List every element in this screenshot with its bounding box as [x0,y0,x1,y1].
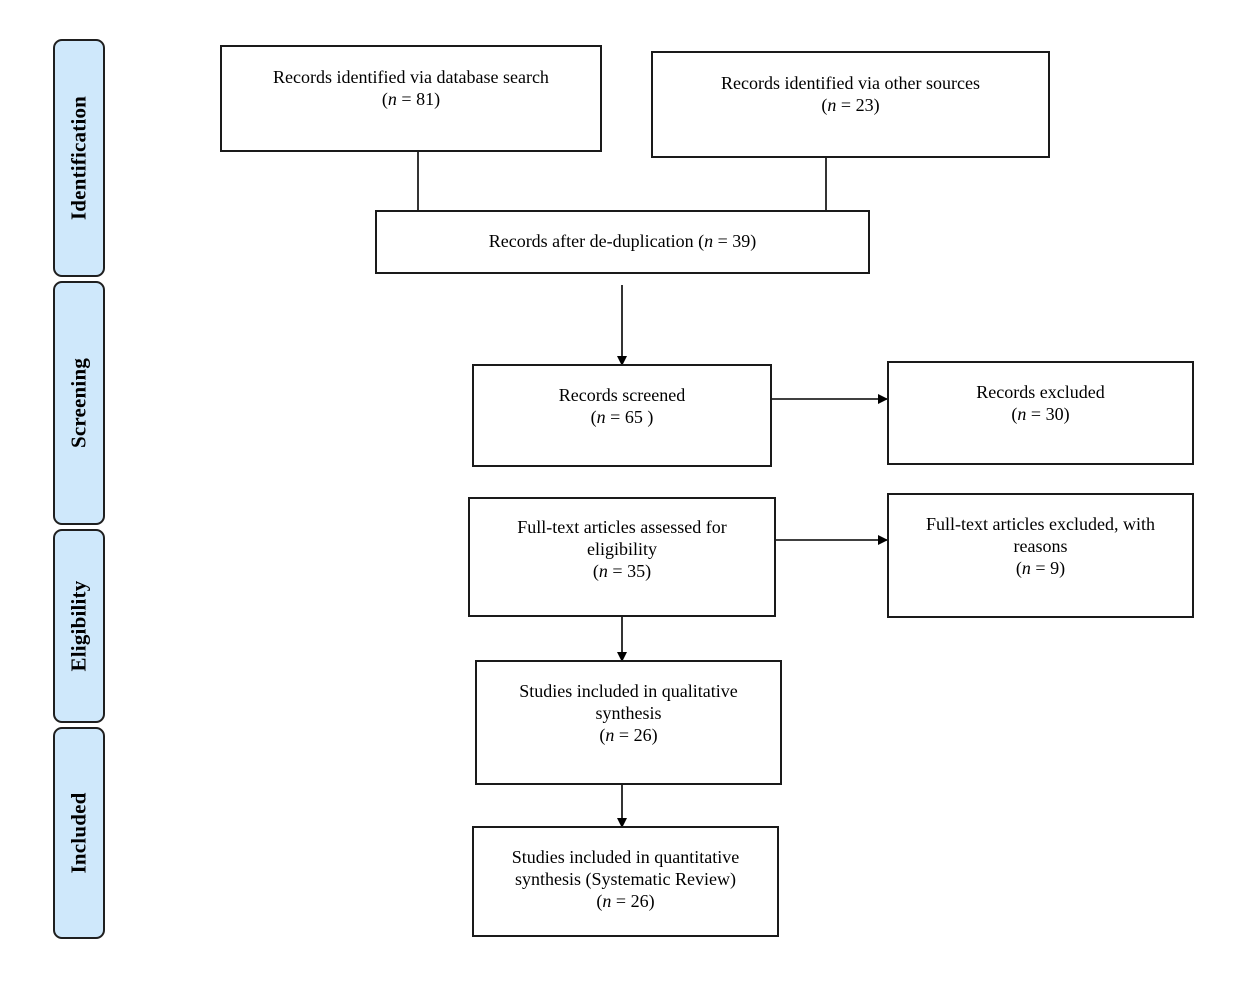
box-qualitative-line2: synthesis [595,703,662,723]
count-prefix: ( [592,561,599,581]
box-database-search-text: Records identified via database search [273,67,549,87]
count-value: = 26) [614,725,658,745]
box-other-sources-count: (n = 23) [653,94,1048,116]
count-prefix: ( [596,891,603,911]
count-n: n [387,89,397,109]
box-fulltext-excluded-line2: reasons [1013,536,1068,556]
box-fulltext-assessed: Full-text articles assessed for eligibil… [468,497,776,617]
phase-screening: Screening [53,281,105,525]
count-n: n [1021,558,1031,578]
count-prefix: ( [821,95,828,115]
count-value: = 35) [607,561,652,581]
count-n: n [598,561,608,581]
phase-included: Included [53,727,105,939]
box-fulltext-excluded-count: (n = 9) [889,557,1192,579]
count-value: = 81) [396,89,441,109]
count-prefix: ( [1015,558,1022,578]
count-prefix: ( [1011,404,1018,424]
box-records-excluded-count: (n = 30) [889,403,1192,425]
box-database-search-count: (n = 81) [222,88,600,110]
box-qualitative-count: (n = 26) [477,724,780,746]
phase-identification: Identification [53,39,105,277]
count-value: = 30) [1026,404,1070,424]
count-value: = 65 ) [605,407,654,427]
count-n: n [1017,404,1027,424]
count-n: n [827,95,837,115]
count-value: = 39) [713,231,757,251]
count-prefix: ( [590,407,597,427]
box-fulltext-assessed-line2: eligibility [587,539,657,559]
box-fulltext-assessed-count: (n = 35) [470,560,774,582]
box-deduplication: Records after de-duplication (n = 39) [375,210,870,274]
box-records-excluded-text: Records excluded [976,382,1105,402]
count-n: n [704,231,714,251]
box-deduplication-text: Records after de-duplication (n = 39) [377,230,868,252]
count-n: n [596,407,606,427]
box-fulltext-excluded-line1: Full-text articles excluded, with [926,514,1155,534]
box-fulltext-assessed-line1: Full-text articles assessed for [517,517,727,537]
count-prefix: ( [599,725,606,745]
phase-eligibility: Eligibility [53,529,105,723]
box-other-sources-text: Records identified via other sources [721,73,980,93]
box-database-search: Records identified via database search (… [220,45,602,152]
box-other-sources: Records identified via other sources (n … [651,51,1050,158]
count-value: = 9) [1030,558,1066,578]
box-qualitative-synthesis: Studies included in qualitative synthesi… [475,660,782,785]
box-quantitative-count: (n = 26) [474,890,777,912]
box-quantitative-line2: synthesis (Systematic Review) [515,869,736,889]
box-records-excluded: Records excluded (n = 30) [887,361,1194,465]
count-n: n [605,725,615,745]
box-qualitative-line1: Studies included in qualitative [519,681,738,701]
count-n: n [602,891,612,911]
count-value: = 26) [611,891,655,911]
box-records-screened: Records screened (n = 65 ) [472,364,772,467]
box-records-screened-count: (n = 65 ) [474,406,770,428]
count-prefix: ( [381,89,388,109]
box-fulltext-excluded: Full-text articles excluded, with reason… [887,493,1194,618]
count-value: = 23) [836,95,880,115]
box-quantitative-line1: Studies included in quantitative [511,847,740,867]
dedup-label: Records after de-duplication ( [488,231,705,251]
box-quantitative-synthesis: Studies included in quantitative synthes… [472,826,779,937]
box-records-screened-text: Records screened [558,385,686,405]
